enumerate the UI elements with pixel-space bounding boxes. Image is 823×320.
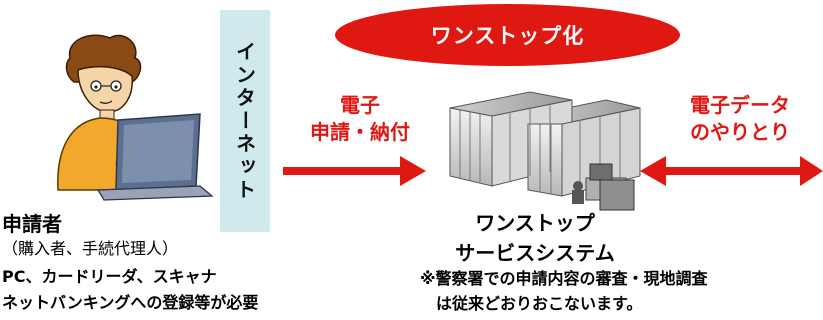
internet-bar: インターネット [220,10,270,232]
applicant-requirements-line1: PC、カードリーダ、スキャナ [2,267,217,286]
data-exchange-label-line2: のやりとり [690,120,790,144]
system-name: ワンストップ サービスシステム [420,208,650,268]
one-stop-banner-label: ワンストップ化 [430,24,585,48]
submission-arrow [283,156,426,186]
review-note-line1: ※警察署での申請内容の審査・現地調査 [420,269,708,288]
server-racks-illustration [449,91,641,211]
submission-label-line2: 申請・納付 [310,120,410,144]
review-note-line2: は従来どおりおこないます。 [420,294,643,313]
review-note: ※警察署での申請内容の審査・現地調査 は従来どおりおこないます。 [420,266,708,316]
system-name-line2: サービスシステム [455,241,615,265]
data-exchange-label: 電子データ のやりとり [670,92,810,146]
data-exchange-label-line1: 電子データ [690,93,790,117]
submission-label: 電子 申請・納付 [300,92,420,146]
applicant-subtitle: （購入者、手続代理人） [2,239,179,258]
submission-label-line1: 電子 [340,93,380,117]
applicant-title: 申請者 [2,212,62,236]
system-name-line1: ワンストップ [475,211,595,235]
one-stop-banner: ワンストップ化 [335,4,680,66]
applicant-requirements-line2: ネットバンキングへの登録等が必要 [2,293,259,312]
internet-label: インターネット [232,40,257,202]
data-exchange-arrow [640,156,823,186]
person-at-laptop-illustration [57,34,214,201]
